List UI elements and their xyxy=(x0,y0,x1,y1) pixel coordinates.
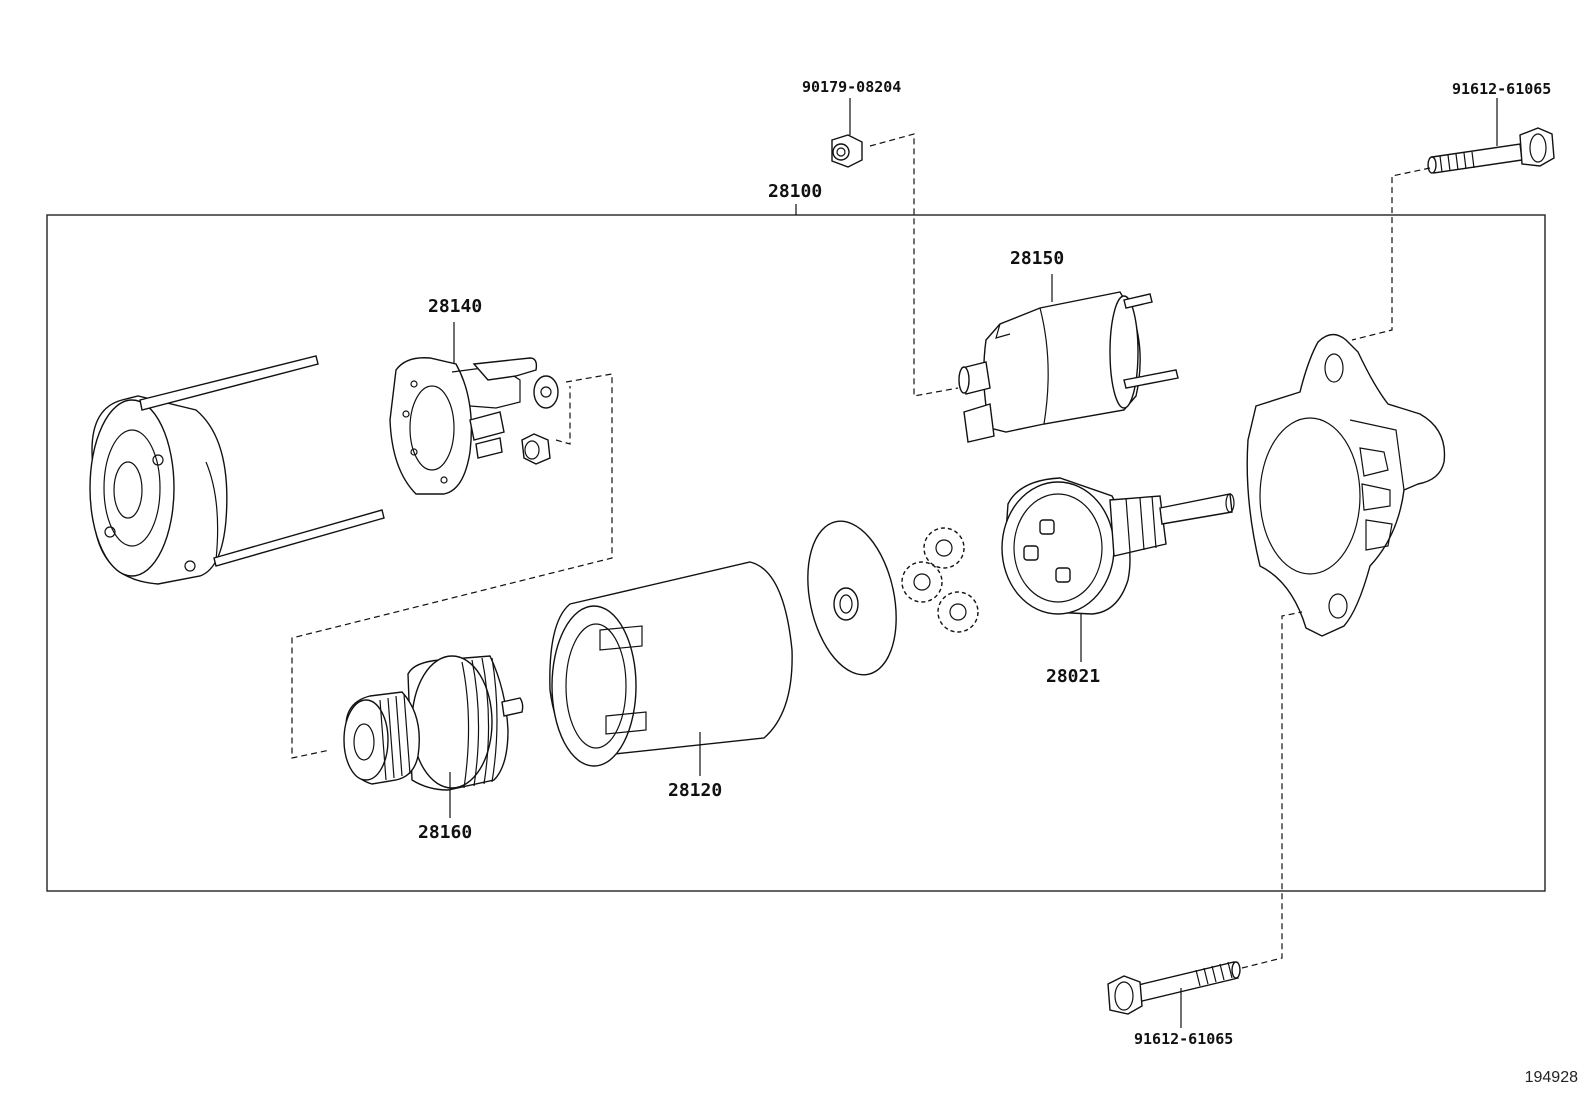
assembly-label: 28100 xyxy=(768,181,823,202)
nut-top-dashed-path xyxy=(869,133,959,397)
armature-part[interactable] xyxy=(343,655,524,791)
solenoid-part[interactable] xyxy=(958,291,1179,443)
end-frame-part[interactable] xyxy=(89,355,385,585)
solenoid-label: 28150 xyxy=(1010,248,1065,269)
nut-top-label: 90179-08204 xyxy=(802,78,902,96)
bolt-top-part[interactable] xyxy=(1427,127,1555,174)
drive-housing-part[interactable] xyxy=(1246,333,1446,637)
bolt-bottom-dashed-path xyxy=(1241,611,1303,969)
bolt-top-label: 91612-61065 xyxy=(1452,80,1552,98)
yoke-part[interactable] xyxy=(549,561,793,767)
brush-holder-part[interactable] xyxy=(389,357,559,495)
clutch-label: 28021 xyxy=(1046,666,1101,687)
brush-nut-part[interactable] xyxy=(521,433,551,465)
nut-top-part[interactable] xyxy=(831,134,863,168)
gears-part[interactable] xyxy=(901,527,979,633)
clutch-part[interactable] xyxy=(1001,477,1235,615)
diagram-id: 194928 xyxy=(1524,1069,1578,1086)
bolt-top-dashed-path xyxy=(1351,167,1431,341)
yoke-label: 28120 xyxy=(668,780,723,801)
brush-dashed-path xyxy=(291,373,613,759)
armature-label: 28160 xyxy=(418,822,473,843)
bolt-bottom-label: 91612-61065 xyxy=(1134,1030,1234,1048)
brush-holder-label: 28140 xyxy=(428,296,483,317)
bolt-bottom-part[interactable] xyxy=(1107,961,1241,1015)
plate-part[interactable] xyxy=(795,513,910,683)
